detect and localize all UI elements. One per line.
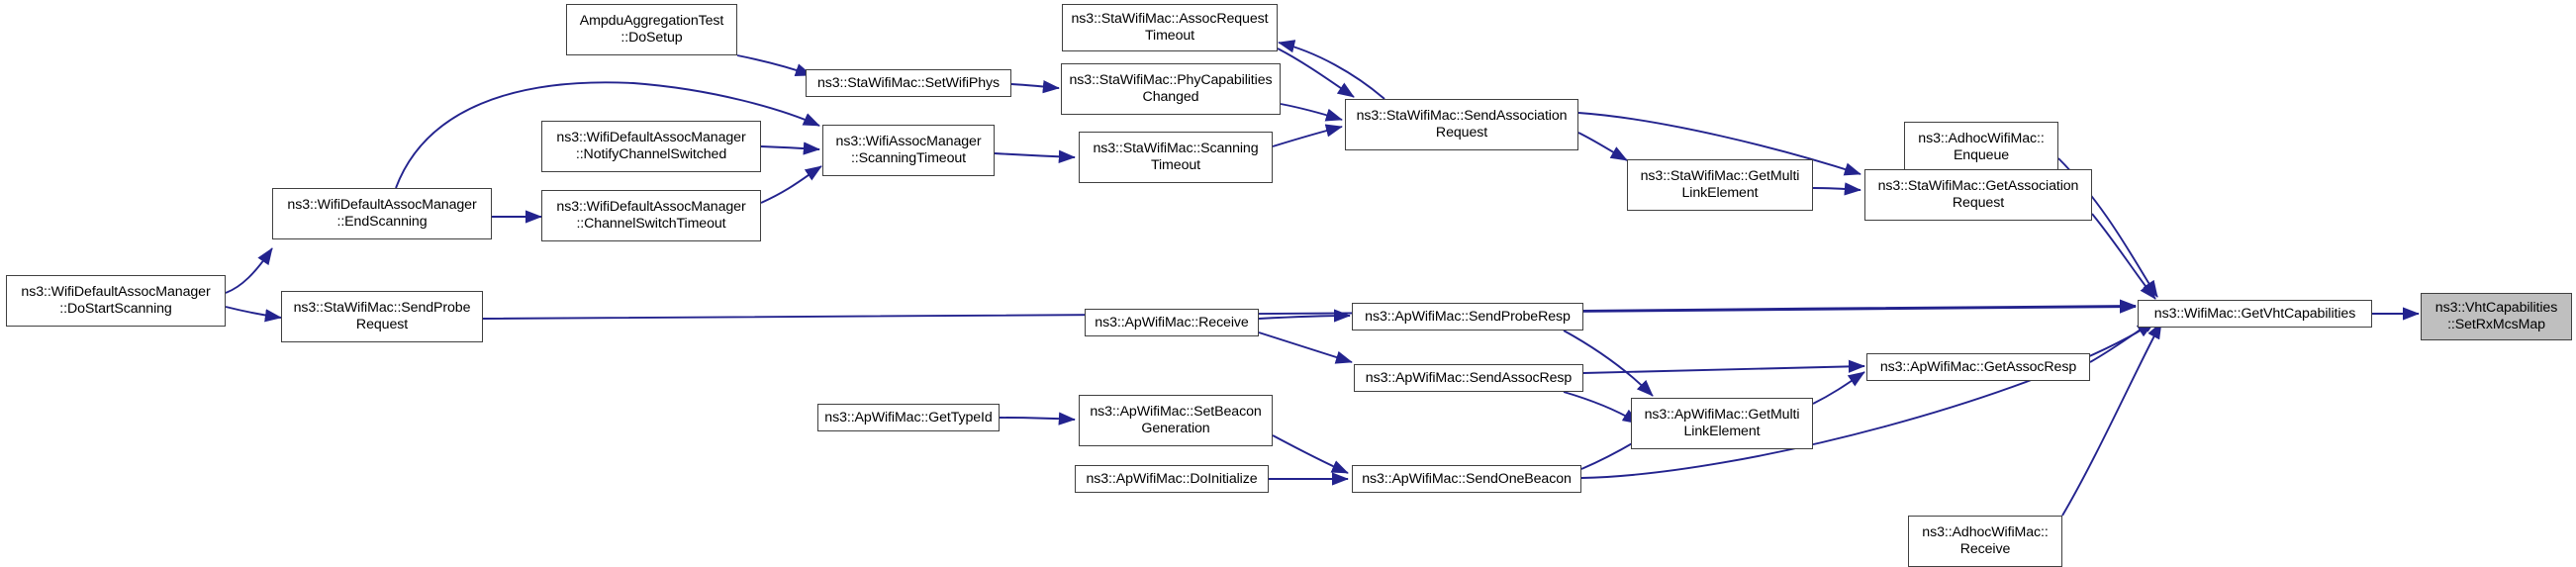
call-edge xyxy=(1010,80,1060,94)
call-edge xyxy=(1280,103,1343,122)
graph-node[interactable]: ns3::StaWifiMac::SendAssociation Request xyxy=(1345,99,1578,150)
call-edge xyxy=(760,165,822,204)
graph-node[interactable]: ns3::AdhocWifiMac:: Receive xyxy=(1908,516,2062,567)
call-edge xyxy=(1812,182,1861,196)
call-edge xyxy=(2091,213,2156,300)
call-edge xyxy=(225,306,282,323)
graph-node[interactable]: ns3::ApWifiMac::GetAssocResp xyxy=(1866,353,2090,381)
graph-node[interactable]: ns3::StaWifiMac::Scanning Timeout xyxy=(1079,132,1273,183)
call-edge xyxy=(760,142,820,155)
graph-node[interactable]: ns3::StaWifiMac::GetAssociation Request xyxy=(1864,169,2092,221)
call-edge xyxy=(1812,371,1865,405)
graph-node-current[interactable]: ns3::VhtCapabilities ::SetRxMcsMap xyxy=(2421,293,2572,340)
graph-node[interactable]: ns3::StaWifiMac::SetWifiPhys xyxy=(806,69,1011,97)
graph-node[interactable]: ns3::WifiDefaultAssocManager ::ChannelSw… xyxy=(541,190,761,241)
call-edge xyxy=(999,412,1076,425)
graph-node[interactable]: ns3::WifiAssocManager ::ScanningTimeout xyxy=(822,125,995,176)
graph-node[interactable]: ns3::ApWifiMac::GetMulti LinkElement xyxy=(1631,398,1813,449)
graph-node[interactable]: ns3::ApWifiMac::SendAssocResp xyxy=(1354,364,1583,392)
graph-node[interactable]: ns3::StaWifiMac::AssocRequest Timeout xyxy=(1062,4,1278,51)
call-edge xyxy=(482,300,2137,320)
graph-node[interactable]: ns3::ApWifiMac::SendProbeResp xyxy=(1352,303,1583,331)
call-edge xyxy=(1577,132,1628,161)
graph-node[interactable]: ns3::WifiDefaultAssocManager ::NotifyCha… xyxy=(541,121,761,172)
call-edge xyxy=(1277,47,1355,98)
graph-node[interactable]: ns3::ApWifiMac::Receive xyxy=(1085,309,1259,336)
call-edge xyxy=(225,247,273,294)
graph-node[interactable]: ns3::ApWifiMac::GetTypeId xyxy=(817,404,1000,431)
call-edge xyxy=(1258,331,1353,364)
graph-node[interactable]: ns3::AdhocWifiMac:: Enqueue xyxy=(1904,122,2058,173)
graph-node[interactable]: ns3::WifiDefaultAssocManager ::EndScanni… xyxy=(272,188,492,239)
call-edge xyxy=(1563,391,1640,425)
call-edge xyxy=(1272,434,1349,474)
call-edge xyxy=(1278,40,1385,100)
graph-node[interactable]: ns3::ApWifiMac::DoInitialize xyxy=(1075,465,1269,493)
graph-node[interactable]: ns3::WifiDefaultAssocManager ::DoStartSc… xyxy=(6,275,226,327)
call-edge xyxy=(1582,359,1865,374)
call-edge xyxy=(1582,299,2137,313)
graph-node[interactable]: ns3::StaWifiMac::GetMulti LinkElement xyxy=(1627,159,1813,211)
graph-node[interactable]: ns3::ApWifiMac::SetBeacon Generation xyxy=(1079,395,1273,446)
graph-node[interactable]: ns3::StaWifiMac::SendProbe Request xyxy=(281,291,483,342)
call-edge xyxy=(2061,322,2162,517)
graph-node[interactable]: ns3::ApWifiMac::SendOneBeacon xyxy=(1352,465,1581,493)
graph-node[interactable]: AmpduAggregationTest ::DoSetup xyxy=(566,4,737,55)
call-edge xyxy=(1258,309,1351,323)
call-edge xyxy=(1272,124,1343,147)
graph-node[interactable]: ns3::StaWifiMac::PhyCapabilities Changed xyxy=(1061,63,1281,115)
call-edge xyxy=(994,149,1076,163)
graph-node[interactable]: ns3::WifiMac::GetVhtCapabilities xyxy=(2138,300,2372,328)
call-edge xyxy=(736,54,812,76)
